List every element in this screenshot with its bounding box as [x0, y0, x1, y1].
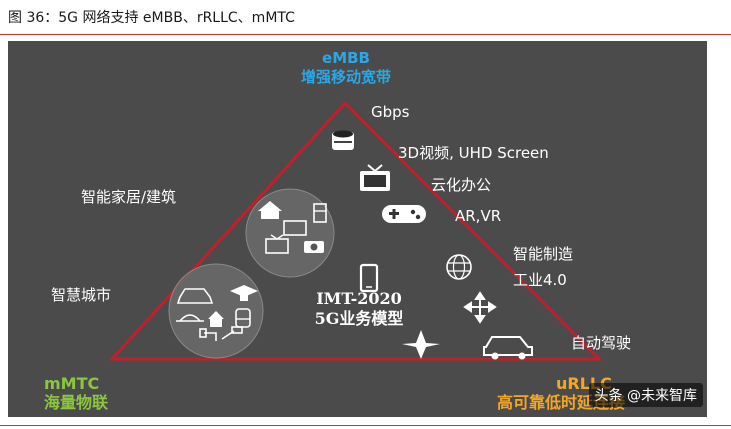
label-ar-vr: AR,VR	[455, 207, 502, 225]
label-smart-home: 智能家居/建筑	[81, 188, 177, 206]
footer-rule	[0, 425, 731, 426]
train-icon	[235, 308, 251, 328]
embb-name: 增强移动宽带	[300, 68, 391, 86]
small-tv-icon	[265, 234, 289, 254]
label-gbps: Gbps	[371, 103, 410, 121]
monitor-arm-icon	[221, 326, 243, 340]
city-house-icon	[208, 311, 224, 327]
watermark: 头条 @未来智库	[588, 383, 703, 407]
service-triangle	[108, 100, 603, 361]
car-icon	[483, 336, 533, 360]
label-video: 3D视频, UHD Screen	[398, 144, 549, 162]
caption-rule	[0, 34, 731, 35]
globe-icon	[446, 254, 472, 280]
smart-home-cluster	[245, 188, 335, 278]
diagram-canvas	[108, 100, 603, 361]
label-cloud-office: 云化办公	[431, 176, 492, 194]
embb-code: eMBB	[322, 49, 370, 67]
star-icon	[402, 330, 440, 359]
tap-icon	[199, 328, 217, 341]
figure-caption: 图 36：5G 网络支持 eMBB、rRLLC、mMTC	[8, 10, 295, 26]
label-smart-manufacturing: 智能制造	[513, 245, 574, 263]
phone-icon	[359, 263, 379, 293]
mmtc-code: mMTC	[44, 374, 100, 393]
camera-icon	[304, 241, 324, 253]
gamepad-icon	[382, 205, 426, 223]
fridge-icon	[313, 203, 327, 223]
label-industry: 工业4.0	[513, 271, 567, 289]
diagram-panel: eMBB 增强移动宽带 mMTC 海量物联 uRLLC 高可靠低时延连接 Gbp…	[8, 41, 707, 417]
city-car-icon	[176, 288, 214, 304]
tv-icon	[360, 164, 390, 191]
house-icon	[258, 201, 282, 219]
center-subtitle: 5G业务模型	[314, 309, 404, 328]
bridge-icon	[176, 314, 204, 322]
database-icon	[332, 130, 354, 150]
center-title: IMT-2020	[316, 289, 402, 308]
label-smart-city: 智慧城市	[51, 286, 112, 304]
label-auto-driving: 自动驾驶	[571, 334, 632, 352]
mmtc-name: 海量物联	[44, 393, 109, 412]
monitor-icon	[283, 220, 307, 236]
drone-icon	[463, 291, 497, 324]
graduation-cap-icon	[230, 285, 258, 301]
